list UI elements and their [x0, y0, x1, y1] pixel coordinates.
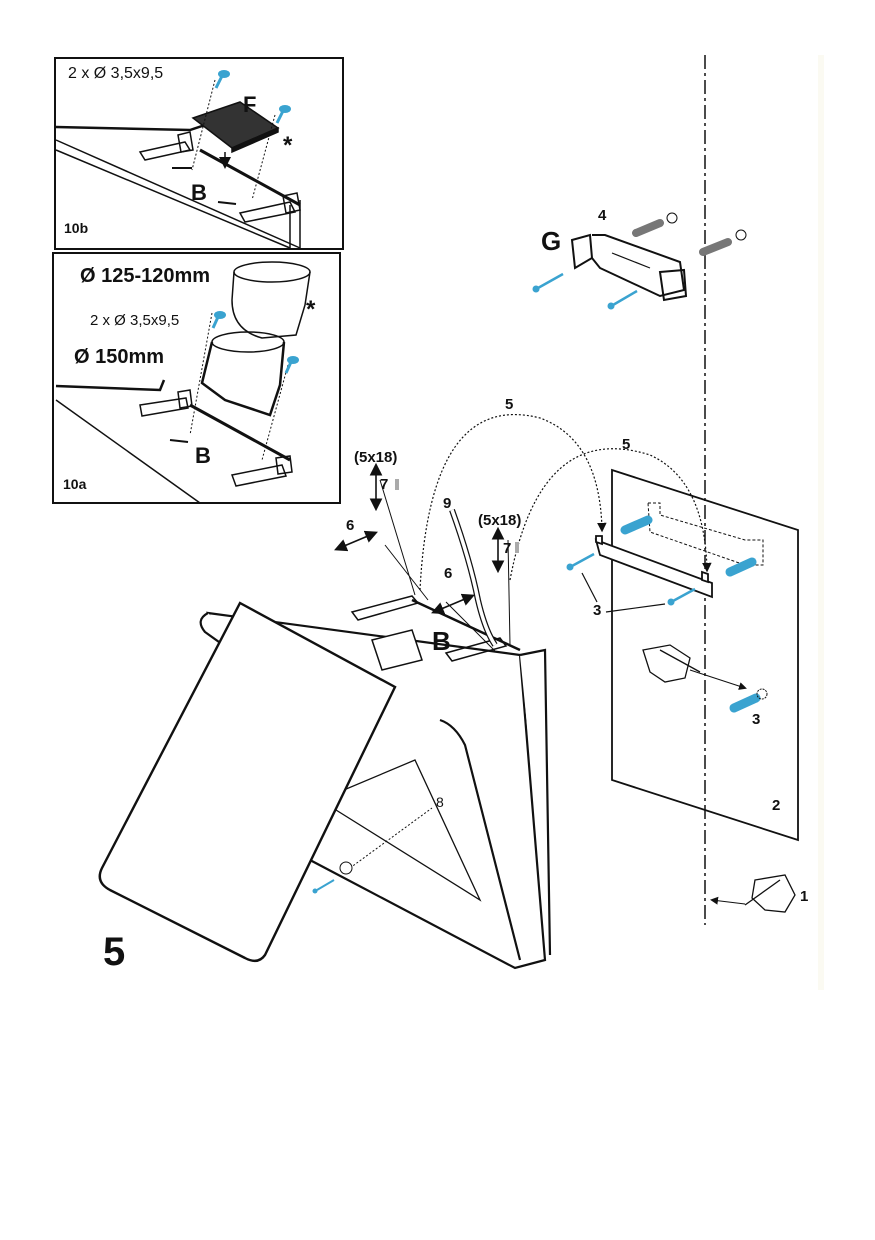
callout-8: 8: [436, 794, 444, 810]
mount-b-label: B: [432, 626, 451, 656]
hand-pencil-icon: [642, 644, 701, 683]
duct-reducer-icon: [231, 261, 311, 339]
screw-icon: [566, 552, 595, 571]
motion-arc: [419, 413, 607, 591]
hand-pencil-icon: [744, 874, 796, 913]
callout-2: 2: [772, 797, 781, 814]
callout-4: 4: [598, 207, 607, 224]
callout-9: 9: [443, 495, 452, 512]
wall-bracket-g-icon: [570, 233, 688, 302]
screw-icon: [312, 879, 335, 894]
screw-size-label: (5x18): [478, 512, 522, 529]
hood-front-panel: [98, 601, 397, 963]
bracket-g-label: G: [541, 226, 562, 256]
wall-plug-icon: [725, 557, 757, 577]
drilling-template: [647, 502, 764, 566]
wall-plug-icon: [632, 212, 678, 237]
screw-icon: [667, 587, 696, 606]
hanging-rail-icon: [594, 535, 713, 599]
screw-spec-label: 2 x Ø 3,5x9,5: [90, 312, 180, 329]
flange-diameter-label: Ø 150mm: [74, 346, 165, 368]
screw-icon: [214, 70, 230, 89]
callout-1: 1: [800, 888, 809, 905]
callout-3a: 3: [593, 602, 602, 619]
step-number: 5: [103, 930, 126, 974]
duct-flange-icon: [200, 331, 286, 417]
mount-b-label: B: [195, 443, 211, 468]
wall-plug-icon: [699, 229, 747, 256]
reducer-diameter-label: Ø 125-120mm: [80, 265, 211, 287]
callout-3b: 3: [752, 711, 761, 728]
spacer-icon: [515, 542, 519, 553]
mount-b-label: B: [191, 180, 207, 205]
page-edge-strip: [818, 55, 824, 990]
optional-mark: *: [306, 296, 316, 323]
callout-5b: 5: [622, 436, 631, 453]
screw-icon: [532, 272, 564, 293]
spacer-icon: [395, 479, 399, 490]
screw-size-label: (5x18): [354, 449, 398, 466]
grease-filter-icon: [191, 101, 280, 154]
screw-icon: [607, 289, 638, 310]
callout-5a: 5: [505, 396, 514, 413]
callout-7a: 7: [380, 476, 389, 493]
wall-plug-icon: [729, 688, 768, 713]
screw-icon: [284, 356, 299, 374]
inset-10b: [54, 57, 344, 250]
inset-10a-drawing: [55, 261, 311, 504]
optional-mark: *: [283, 132, 293, 159]
screw-icon: [275, 105, 291, 124]
hood-top-details: [350, 595, 521, 671]
screw-spec-label: 2 x Ø 3,5x9,5: [68, 65, 164, 82]
part-f-label: F: [243, 92, 257, 117]
inset-10b-drawing: [55, 79, 301, 249]
inset-tag-10b: 10b: [64, 220, 89, 236]
wall-panel: [611, 468, 799, 842]
washer-icon: [339, 861, 353, 875]
screw-icon: [211, 311, 226, 329]
inset-10a: [52, 252, 341, 504]
wall-plug-icon: [620, 515, 653, 535]
callout-7b: 7: [503, 540, 512, 557]
callout-6b: 6: [444, 565, 453, 582]
inset-tag-10a: 10a: [63, 476, 87, 492]
motion-arc: [509, 448, 712, 581]
callout-6a: 6: [346, 517, 355, 534]
